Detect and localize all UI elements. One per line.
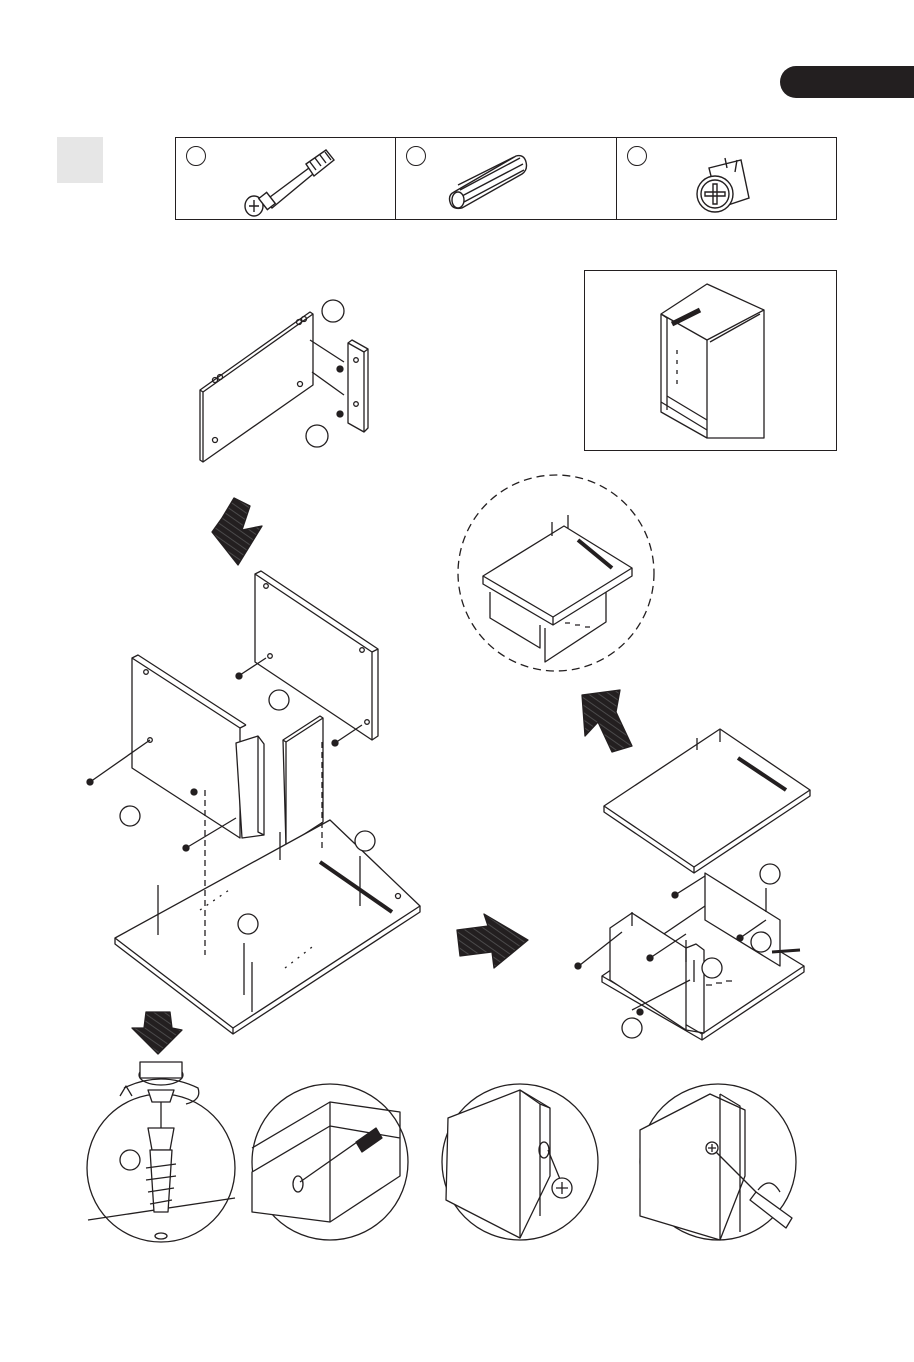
callout-circle bbox=[120, 806, 140, 826]
arrow-down-icon bbox=[212, 498, 262, 565]
arrow-right-icon bbox=[457, 914, 528, 968]
callout-circle bbox=[751, 932, 771, 952]
callout-circle bbox=[760, 864, 780, 884]
finished-cabinet-icon bbox=[661, 284, 764, 438]
callout-circle bbox=[238, 914, 258, 934]
detail-dowel-insertion bbox=[252, 1084, 408, 1240]
arrow-up-right-icon bbox=[582, 690, 632, 752]
callout-circle bbox=[120, 1150, 140, 1170]
detail-cam-lock-insertion bbox=[442, 1084, 598, 1240]
arrow-down-icon bbox=[132, 1012, 182, 1054]
callout-circle bbox=[269, 690, 289, 710]
detail-cam-lock-tightening bbox=[640, 1084, 796, 1240]
exploded-assembly bbox=[87, 571, 420, 1034]
callout-circle bbox=[622, 1018, 642, 1038]
callout-circle bbox=[322, 300, 344, 322]
detail-bolt-insertion bbox=[87, 1062, 235, 1242]
callout-circle bbox=[702, 958, 722, 978]
step1-panels bbox=[200, 300, 368, 462]
assembly-detail-view bbox=[458, 475, 654, 671]
callout-circle bbox=[355, 831, 375, 851]
cabinet-assembly-right bbox=[575, 729, 810, 1040]
callout-circle bbox=[306, 425, 328, 447]
